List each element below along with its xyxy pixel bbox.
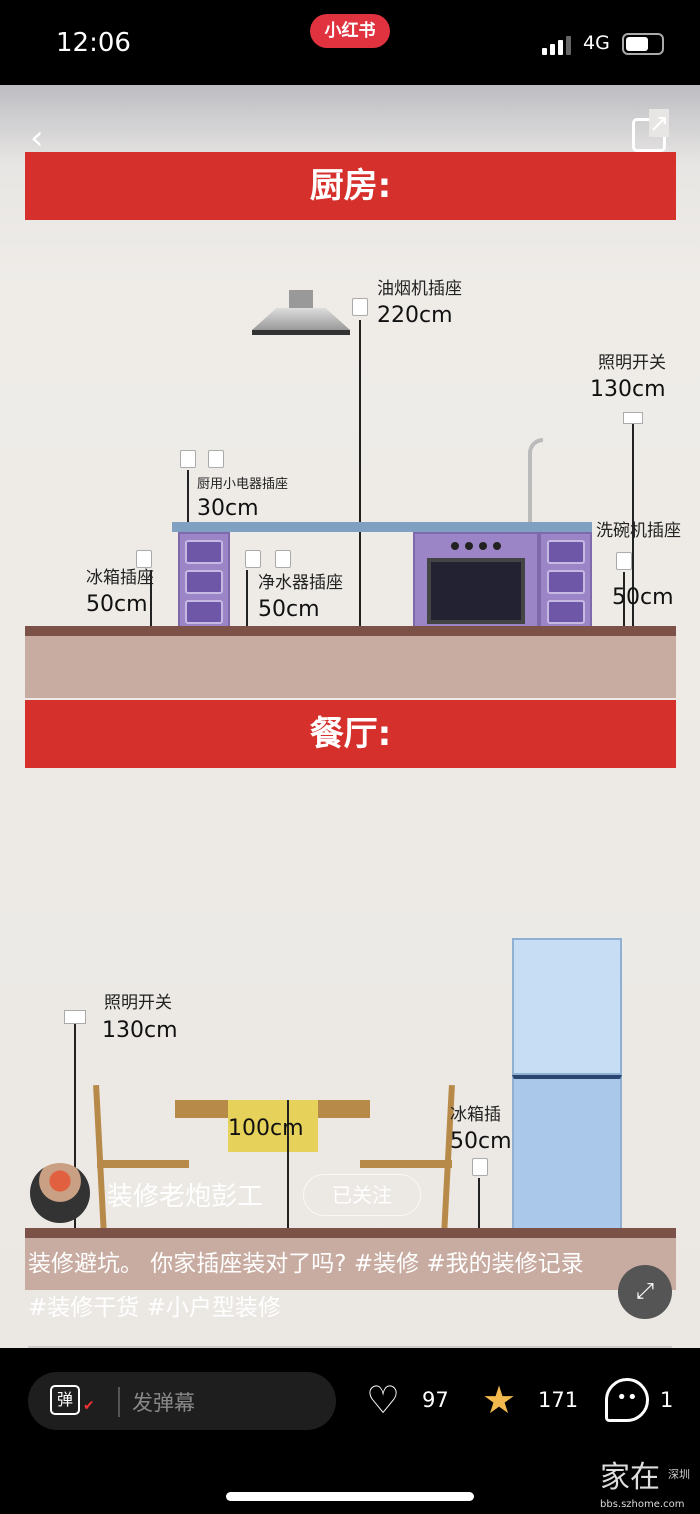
danmaku-placeholder: 发弹幕 [118, 1387, 195, 1417]
dimension-line [187, 470, 189, 522]
chair [97, 1160, 189, 1168]
floor-line [25, 1228, 676, 1238]
battery-icon [622, 33, 664, 55]
kitchen-light-height: 130cm [590, 377, 666, 402]
socket-icon [180, 450, 196, 468]
progress-bar[interactable] [28, 1346, 672, 1348]
oven [413, 532, 539, 636]
dining-fridge-height: 50cm [450, 1129, 512, 1154]
like-icon[interactable]: ♡ [366, 1378, 401, 1422]
clock: 12:06 [56, 28, 131, 58]
dimension-line [246, 570, 248, 636]
floor-line [25, 626, 676, 636]
socket-icon [352, 298, 368, 316]
watermark-sub: 深圳 [668, 1468, 690, 1481]
share-icon[interactable] [632, 109, 669, 152]
water-purifier-label: 净水器插座 [258, 573, 343, 593]
dimension-line [359, 320, 361, 636]
floor [25, 636, 676, 698]
home-indicator[interactable] [226, 1492, 474, 1501]
cabinet [178, 532, 230, 636]
like-count: 97 [422, 1388, 449, 1412]
follow-button[interactable]: 已关注 [303, 1174, 421, 1216]
water-purifier-height: 50cm [258, 597, 320, 622]
dimension-line [287, 1100, 289, 1236]
post-caption[interactable]: 装修避坑。 你家插座装对了吗? #装修 #我的装修记录 #装修干货 #小户型装修 [28, 1251, 584, 1321]
socket-icon [616, 552, 632, 570]
dining-title: 餐厅: [25, 700, 676, 768]
watermark: 家在 [600, 1460, 660, 1495]
small-appliance-label: 厨用小电器插座 [197, 477, 289, 492]
switch-icon [623, 412, 643, 424]
dimension-line [478, 1178, 480, 1236]
small-appliance-height: 30cm [197, 496, 259, 521]
table-runner [228, 1100, 318, 1152]
danmaku-input[interactable]: 弹 ✔ 发弹幕 [28, 1372, 336, 1430]
fridge-socket-label: 冰箱插座 [86, 568, 154, 588]
socket-icon [472, 1158, 488, 1176]
floor [25, 1238, 676, 1290]
network-type: 4G [583, 32, 610, 54]
dining-fridge-label: 冰箱插 [450, 1105, 501, 1125]
hood-socket-height: 220cm [377, 303, 453, 328]
socket-icon [275, 550, 291, 568]
cabinet [539, 532, 592, 636]
danmaku-icon[interactable]: 弹 [50, 1385, 80, 1415]
author-name[interactable]: 装修老炮彭工 [107, 1182, 264, 1212]
kitchen-title: 厨房: [25, 152, 676, 220]
dimension-line [632, 424, 634, 636]
kitchen-light-label: 照明开关 [598, 353, 666, 373]
refrigerator-bottom [512, 1075, 622, 1241]
back-icon[interactable]: ‹ [30, 118, 44, 158]
socket-icon [208, 450, 224, 468]
dining-light-height: 130cm [102, 1018, 178, 1043]
dimension-line [150, 570, 152, 636]
comment-count: 1 [660, 1388, 674, 1412]
switch-icon [64, 1010, 86, 1024]
chair [360, 1160, 452, 1168]
watermark-url: bbs.szhome.com [600, 1499, 685, 1510]
star-count: 171 [538, 1388, 579, 1412]
countertop [172, 522, 592, 532]
socket-icon [136, 550, 152, 568]
dining-light-label: 照明开关 [104, 993, 172, 1013]
dishwasher-socket-height: 50cm [612, 585, 674, 610]
check-icon: ✔ [83, 1398, 95, 1414]
fridge-socket-height: 50cm [86, 592, 148, 617]
refrigerator-top [512, 938, 622, 1075]
app-logo: 小红书 [310, 14, 390, 48]
comment-icon[interactable]: •• [605, 1378, 649, 1422]
dimension-line [74, 1024, 76, 1236]
hood-socket-label: 油烟机插座 [377, 279, 462, 299]
fullscreen-icon[interactable]: ⤢ [618, 1265, 672, 1319]
dishwasher-socket-label: 洗碗机插座 [596, 521, 681, 541]
author-avatar[interactable] [30, 1163, 90, 1223]
table-height: 100cm [228, 1116, 304, 1141]
signal-icon [542, 36, 571, 55]
status-bar: 12:06 小红书 4G [0, 0, 700, 85]
star-icon[interactable]: ★ [482, 1378, 517, 1422]
range-hood [252, 290, 350, 336]
faucet-icon [528, 438, 543, 522]
socket-icon [245, 550, 261, 568]
dimension-line [623, 572, 625, 636]
